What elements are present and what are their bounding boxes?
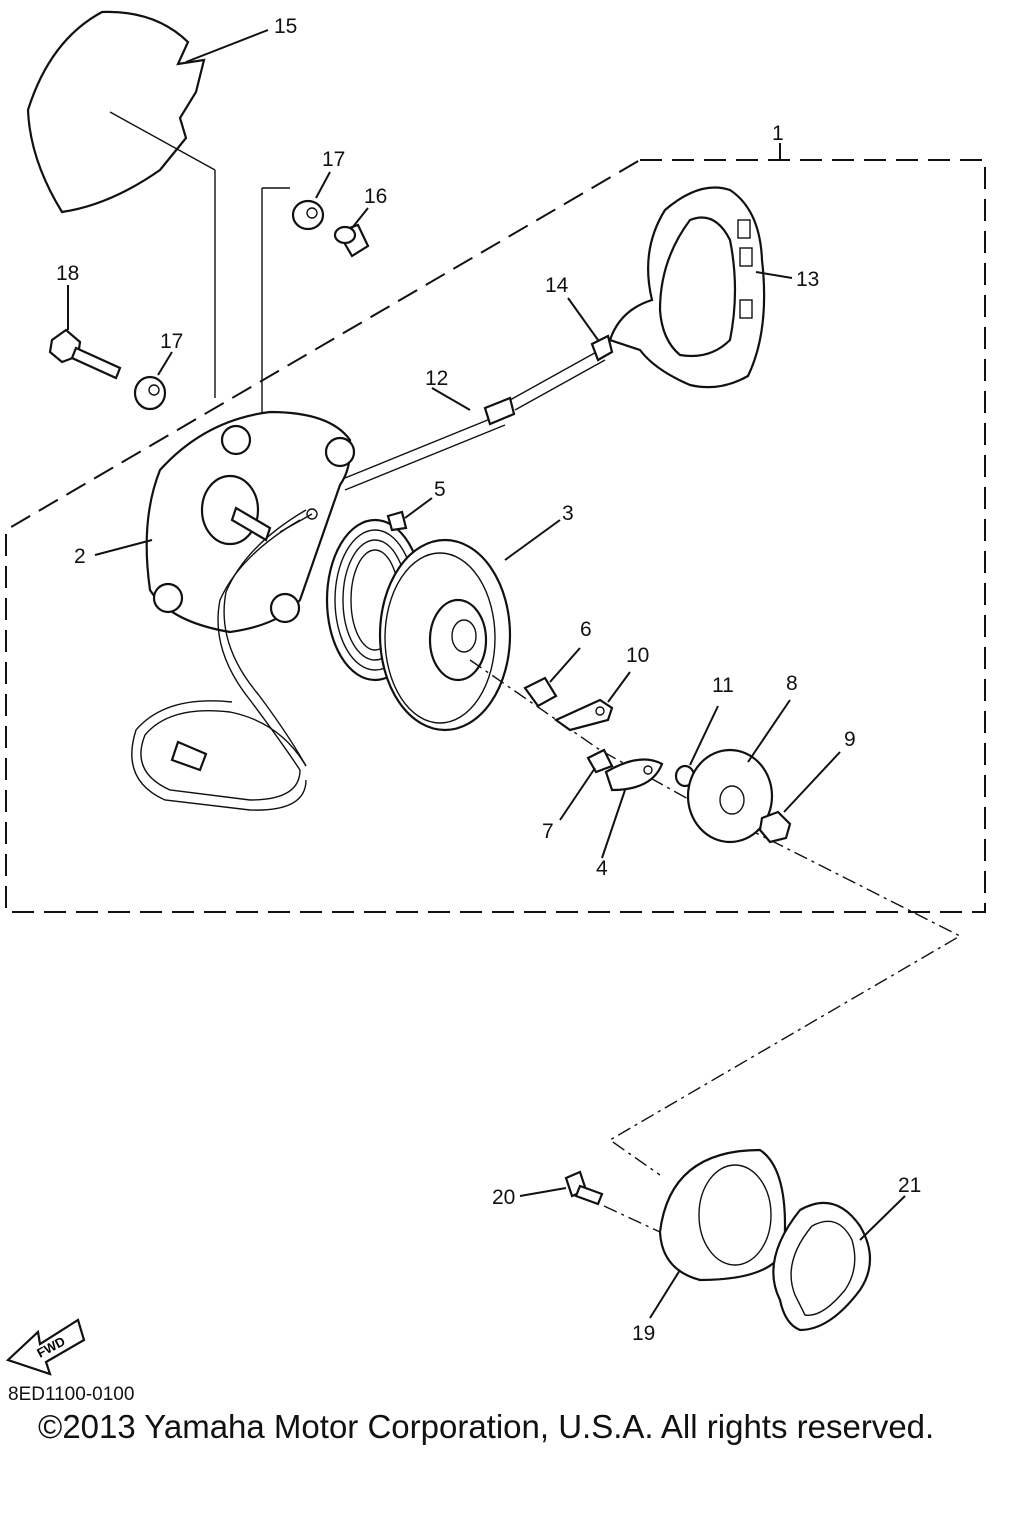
callout-17-lower: 17 [160, 330, 183, 353]
callout-13: 13 [796, 268, 819, 291]
part-12-starter-rope [131, 349, 606, 811]
callout-19: 19 [632, 1322, 655, 1345]
callout-3: 3 [562, 502, 574, 525]
part-17-collar-upper [291, 171, 331, 231]
callout-21: 21 [898, 1174, 921, 1197]
callout-2: 2 [74, 545, 86, 568]
fwd-arrow-icon: FWD [5, 1318, 86, 1376]
copyright-notice: ©2013 Yamaha Motor Corporation, U.S.A. A… [38, 1408, 935, 1445]
callout-10: 10 [626, 644, 649, 667]
callout-6: 6 [580, 618, 592, 641]
part-8-friction-plate [686, 699, 791, 844]
part-16-bushing [333, 207, 370, 258]
callout-1: 1 [772, 122, 784, 145]
callout-11: 11 [712, 674, 734, 697]
assembly-boundary [5, 159, 986, 913]
part-14-handle-stopper [567, 297, 614, 362]
part-10-drive-pawl [553, 671, 631, 732]
callout-14: 14 [545, 274, 569, 297]
part-18-bolt [48, 285, 122, 380]
part-9-nut [758, 751, 841, 844]
part-20-bolt [519, 1170, 661, 1233]
part-15-decal [26, 10, 269, 398]
callout-18: 18 [56, 262, 79, 285]
part-3-sheave-drum [378, 519, 561, 732]
callout-4: 4 [596, 857, 608, 880]
callout-20: 20 [492, 1186, 515, 1209]
part-2-starter-case [94, 410, 356, 634]
part-17-collar-lower [133, 351, 173, 411]
part-19-starter-pulley [649, 1148, 787, 1319]
callout-16: 16 [364, 185, 387, 208]
callout-17-upper: 17 [322, 148, 345, 171]
drawing-code: 8ED1100-0100 [8, 1384, 135, 1405]
callout-7: 7 [542, 820, 554, 843]
callout-5: 5 [434, 478, 446, 501]
part-7-return-spring [559, 748, 614, 821]
callout-12: 12 [425, 367, 448, 390]
callout-15: 15 [274, 15, 297, 38]
part-21-gasket [772, 1195, 906, 1332]
callout-9: 9 [844, 728, 856, 751]
part-6-spring [523, 647, 581, 708]
part-4-drive-plate [601, 758, 664, 859]
callout-8: 8 [786, 672, 798, 695]
assembly-axis [469, 659, 962, 1176]
part-13-starter-handle [608, 186, 793, 389]
